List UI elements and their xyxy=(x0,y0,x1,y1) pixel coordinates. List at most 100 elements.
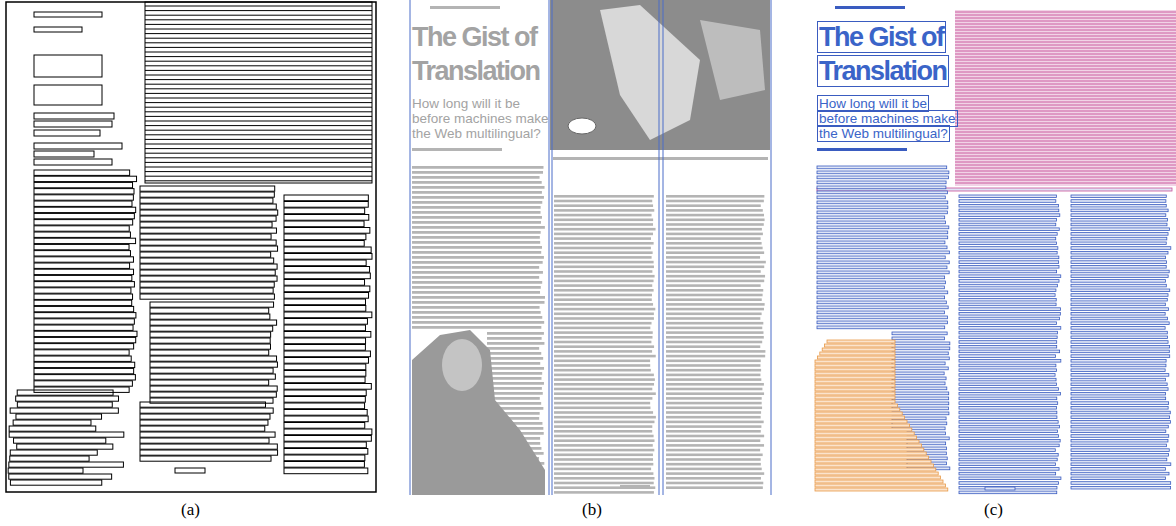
line-box xyxy=(284,299,365,305)
text-line-box xyxy=(959,383,1056,386)
line-box xyxy=(17,444,113,449)
text-line-box xyxy=(959,204,1058,207)
text-line-box xyxy=(959,261,1059,264)
text-line xyxy=(666,327,762,330)
photo-line xyxy=(955,33,1176,34)
line-box xyxy=(150,392,276,397)
text-line-box xyxy=(817,306,948,309)
text-line-box xyxy=(959,209,1059,212)
line-box xyxy=(140,228,276,233)
text-line xyxy=(666,233,763,236)
text-line xyxy=(412,246,542,249)
text-line-box xyxy=(1071,275,1168,278)
image-line-box xyxy=(815,376,895,379)
line-box xyxy=(284,429,372,435)
text-line-box xyxy=(1071,360,1166,363)
line-box xyxy=(284,416,368,422)
text-line xyxy=(554,421,654,424)
line-box xyxy=(140,276,277,281)
text-line-box xyxy=(959,256,1059,259)
line-box xyxy=(145,116,372,117)
text-line xyxy=(554,195,654,198)
text-line xyxy=(666,313,762,316)
line-box xyxy=(34,306,134,311)
text-line xyxy=(666,247,763,250)
line-box xyxy=(284,384,371,390)
text-line xyxy=(412,311,541,314)
photo-line xyxy=(955,66,1176,67)
text-line xyxy=(412,176,540,179)
text-line xyxy=(666,430,761,433)
text-line-box xyxy=(959,266,1059,269)
text-line xyxy=(666,200,764,203)
text-line xyxy=(620,485,650,488)
image-line-box xyxy=(815,468,936,471)
text-line xyxy=(666,360,761,363)
text-line xyxy=(554,341,651,344)
photo-line xyxy=(955,93,1176,94)
text-line-box xyxy=(959,350,1060,353)
line-box xyxy=(284,332,371,338)
line-box xyxy=(34,368,134,373)
text-line xyxy=(554,449,654,452)
column-separator xyxy=(771,0,772,495)
text-line xyxy=(412,261,543,264)
text-line-box xyxy=(959,482,1058,485)
line-box xyxy=(140,432,275,437)
photo-line xyxy=(955,60,1176,61)
text-line-box xyxy=(1071,223,1167,226)
text-line-box xyxy=(959,449,1055,452)
column-separator xyxy=(659,0,660,495)
text-line xyxy=(487,377,542,380)
text-line xyxy=(554,411,653,414)
photo-line xyxy=(955,120,1176,121)
photo-line xyxy=(955,147,1176,148)
page-frame xyxy=(6,2,376,492)
text-line-box xyxy=(1071,266,1166,269)
text-line xyxy=(554,200,652,203)
text-line-box xyxy=(817,226,949,229)
line-box xyxy=(34,213,134,218)
text-line xyxy=(666,284,761,287)
text-line-box xyxy=(1071,463,1171,466)
line-box xyxy=(145,24,372,25)
text-line xyxy=(666,322,763,325)
line-box xyxy=(16,396,119,401)
line-box xyxy=(284,293,369,299)
text-line xyxy=(554,313,654,316)
text-line-box xyxy=(817,231,948,234)
photo-line xyxy=(955,78,1176,79)
text-line-box xyxy=(1071,313,1165,316)
photo-line xyxy=(955,162,1176,163)
line-box xyxy=(9,432,124,437)
line-box xyxy=(284,377,365,383)
text-line xyxy=(554,482,654,485)
text-line-box xyxy=(1071,247,1171,250)
text-line xyxy=(554,397,652,400)
line-box xyxy=(34,232,130,237)
line-box xyxy=(150,368,273,373)
text-line-box xyxy=(959,454,1058,457)
line-box xyxy=(145,111,372,112)
text-line-box xyxy=(959,237,1056,240)
text-line xyxy=(666,416,761,419)
text-line xyxy=(412,291,540,294)
text-line-box xyxy=(1071,468,1165,471)
line-box xyxy=(284,228,370,234)
photo-line xyxy=(955,30,1176,31)
text-line-box xyxy=(1071,439,1168,442)
line-box xyxy=(140,438,269,443)
text-line-box xyxy=(1071,336,1168,339)
photo-line xyxy=(955,123,1176,124)
line-box xyxy=(284,267,370,273)
text-line-box xyxy=(959,219,1056,222)
text-line-box xyxy=(959,331,1057,334)
image-line-box xyxy=(815,424,909,427)
text-line xyxy=(666,482,763,485)
line-box xyxy=(145,125,372,126)
image-line-box xyxy=(815,384,895,387)
line-box xyxy=(150,380,269,385)
text-line-box xyxy=(817,281,945,284)
text-line-box xyxy=(959,275,1061,278)
text-line xyxy=(554,308,655,311)
